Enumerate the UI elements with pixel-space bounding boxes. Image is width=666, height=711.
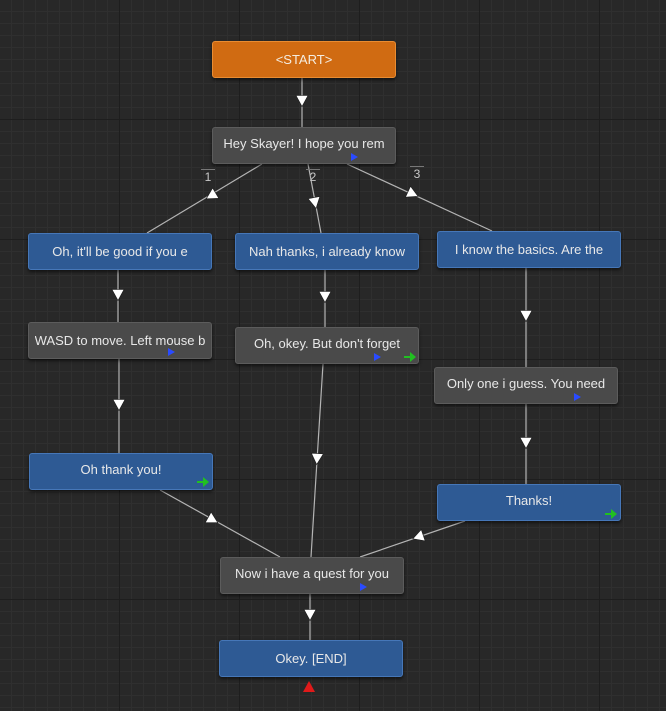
choice-number-1: 1 <box>201 169 215 184</box>
wire-arrow-icon <box>519 437 533 450</box>
reply-marker-icon <box>605 509 617 519</box>
end-marker-icon <box>303 681 315 692</box>
npc-controls-node[interactable]: WASD to move. Left mouse b <box>28 322 212 359</box>
npc-quest-node[interactable]: Now i have a quest for you <box>220 557 404 594</box>
npc-marker-icon <box>574 393 581 401</box>
npc-greeting-node[interactable]: Hey Skayer! I hope you rem <box>212 127 396 164</box>
reply-thanks-node[interactable]: Thanks! <box>437 484 621 521</box>
npc-marker-icon <box>351 153 358 161</box>
wire-arrow-icon <box>307 196 321 210</box>
wire-arrow-icon <box>204 511 219 523</box>
reply-thank-you-node[interactable]: Oh thank you! <box>29 453 213 490</box>
choice-2-node[interactable]: Nah thanks, i already know <box>235 233 419 270</box>
end-node-label: Okey. [END] <box>275 651 347 666</box>
wire-arrow-icon <box>111 289 125 302</box>
npc-marker-icon <box>374 353 381 361</box>
wire-arrow-icon <box>519 310 533 323</box>
wire-arrow-icon <box>310 452 324 466</box>
wire-arrow-icon <box>412 528 426 542</box>
wire-thankyou-quest <box>159 489 281 558</box>
end-node[interactable]: Okey. [END] <box>219 640 403 677</box>
wire-arrow-icon <box>303 609 317 622</box>
npc-greeting-label: Hey Skayer! I hope you rem <box>223 136 385 151</box>
start-node-label: <START> <box>275 52 333 67</box>
wire-arrow-icon <box>205 187 220 200</box>
start-node[interactable]: <START> <box>212 41 396 78</box>
npc-one-guess-node[interactable]: Only one i guess. You need <box>434 367 618 404</box>
reply-thank-you-label: Oh thank you! <box>80 462 162 477</box>
npc-reminder-node[interactable]: Oh, okey. But don't forget <box>235 327 419 364</box>
wire-greeting-choice3 <box>346 163 493 232</box>
wire-greeting-choice1 <box>146 163 263 234</box>
wire-arrow-icon <box>318 291 332 304</box>
npc-one-guess-label: Only one i guess. You need <box>446 376 606 391</box>
reply-marker-icon <box>404 352 416 362</box>
wire-arrow-icon <box>295 95 309 108</box>
choice-2-label: Nah thanks, i already know <box>248 244 406 259</box>
choice-1-label: Oh, it'll be good if you e <box>52 244 188 259</box>
choice-number-3: 3 <box>410 166 424 181</box>
npc-marker-icon <box>168 348 175 356</box>
npc-quest-label: Now i have a quest for you <box>235 566 389 581</box>
wire-arrow-icon <box>405 185 419 198</box>
npc-reminder-label: Oh, okey. But don't forget <box>253 336 401 351</box>
choice-3-label: I know the basics. Are the <box>454 242 604 257</box>
reply-marker-icon <box>197 477 209 487</box>
wire-arrow-icon <box>112 399 126 412</box>
npc-controls-label: WASD to move. Left mouse b <box>34 333 206 348</box>
choice-number-2: 2 <box>306 169 320 184</box>
npc-marker-icon <box>360 583 367 591</box>
reply-thanks-label: Thanks! <box>505 493 553 508</box>
choice-1-node[interactable]: Oh, it'll be good if you e <box>28 233 212 270</box>
choice-3-node[interactable]: I know the basics. Are the <box>437 231 621 268</box>
